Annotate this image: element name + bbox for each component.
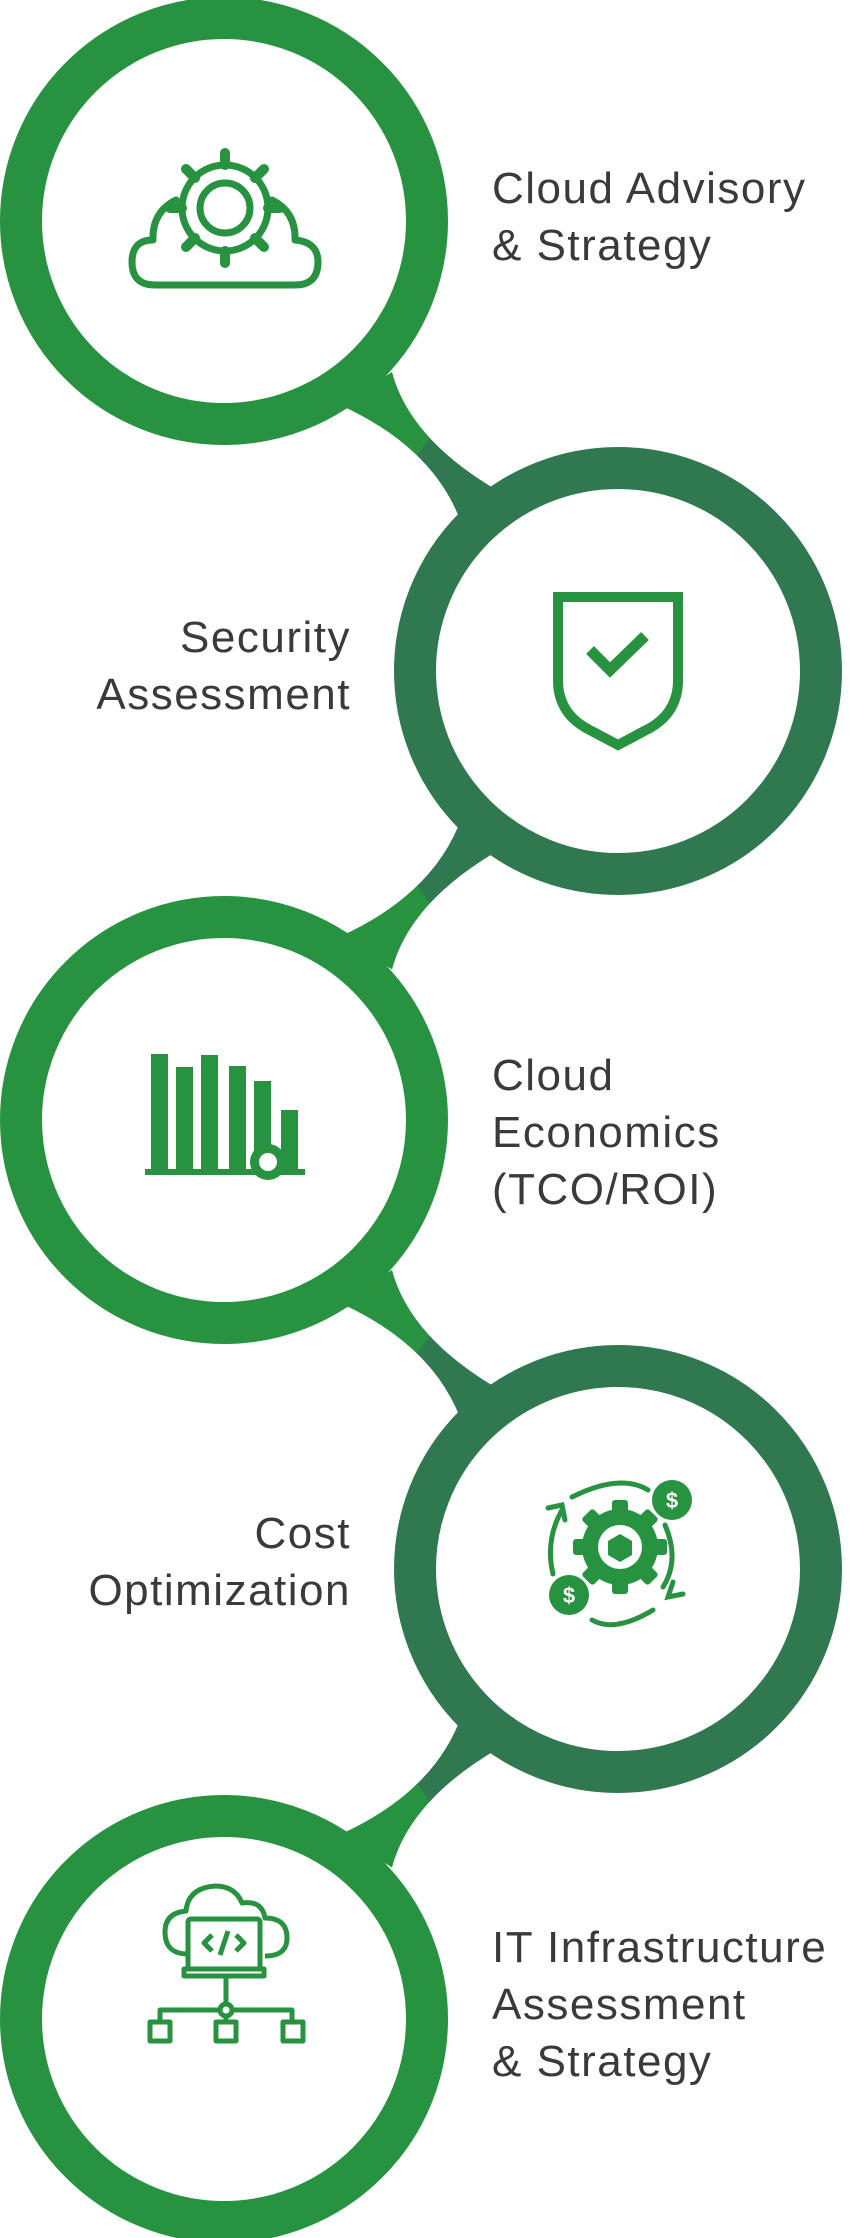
step-label-cloud-economics: Cloud Economics (TCO/ROI) bbox=[492, 1047, 721, 1218]
cloud-laptop-network-icon bbox=[147, 1883, 306, 2044]
cloud-gear-icon bbox=[128, 148, 322, 289]
step-label-it-infrastructure: IT Infrastructure Assessment & Strategy bbox=[492, 1919, 827, 2090]
label-line: & Strategy bbox=[492, 2037, 713, 2086]
step-label-cost-optimization: Cost Optimization bbox=[88, 1505, 351, 1619]
connector bbox=[340, 372, 500, 525]
label-line: Economics bbox=[492, 1108, 721, 1157]
label-line: Cost bbox=[254, 1509, 351, 1558]
label-line: Cloud bbox=[492, 1051, 615, 1100]
step-label-cloud-advisory: Cloud Advisory & Strategy bbox=[492, 160, 806, 274]
svg-text:$: $ bbox=[563, 1583, 575, 1608]
label-line: Assessment bbox=[492, 1980, 747, 2029]
label-line: Optimization bbox=[88, 1566, 351, 1615]
step-ring-2 bbox=[394, 447, 842, 895]
bar-chart-icon bbox=[145, 1054, 305, 1180]
label-line: & Strategy bbox=[492, 221, 713, 270]
label-line: Security bbox=[180, 613, 351, 662]
step-ring-1 bbox=[0, 0, 448, 445]
label-line: Assessment bbox=[96, 670, 351, 719]
step-ring-3 bbox=[0, 896, 448, 1344]
label-line: (TCO/ROI) bbox=[492, 1165, 719, 1214]
step-label-security-assessment: Security Assessment bbox=[96, 609, 351, 723]
svg-text:$: $ bbox=[666, 1488, 678, 1513]
label-line: Cloud Advisory bbox=[492, 164, 807, 213]
label-line: IT Infrastructure bbox=[492, 1923, 828, 1972]
shield-check-icon bbox=[553, 592, 683, 751]
gear-dollar-cycle-icon: $ $ bbox=[545, 1480, 692, 1628]
